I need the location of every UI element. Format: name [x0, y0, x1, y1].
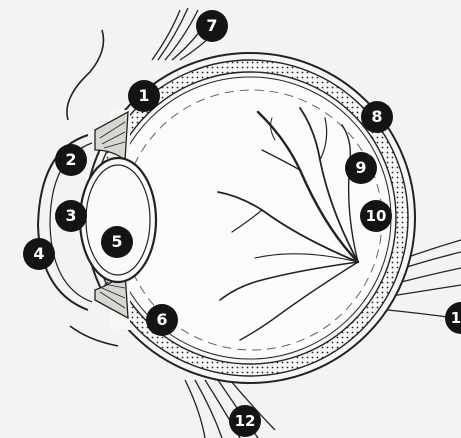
label-marker: 5 — [101, 226, 133, 258]
label-marker: 8 — [361, 101, 393, 133]
label-marker: 6 — [146, 304, 178, 336]
label-marker: 7 — [196, 10, 228, 42]
label-marker: 4 — [23, 238, 55, 270]
inferior-muscle — [185, 380, 275, 438]
label-marker: 10 — [360, 200, 392, 232]
upper-eyelid-outline — [67, 30, 104, 120]
label-marker: 3 — [55, 200, 87, 232]
label-marker: 9 — [345, 152, 377, 184]
label-marker: 12 — [229, 405, 261, 437]
lens — [80, 158, 156, 282]
label-marker: 1 — [128, 80, 160, 112]
label-marker: 2 — [55, 144, 87, 176]
